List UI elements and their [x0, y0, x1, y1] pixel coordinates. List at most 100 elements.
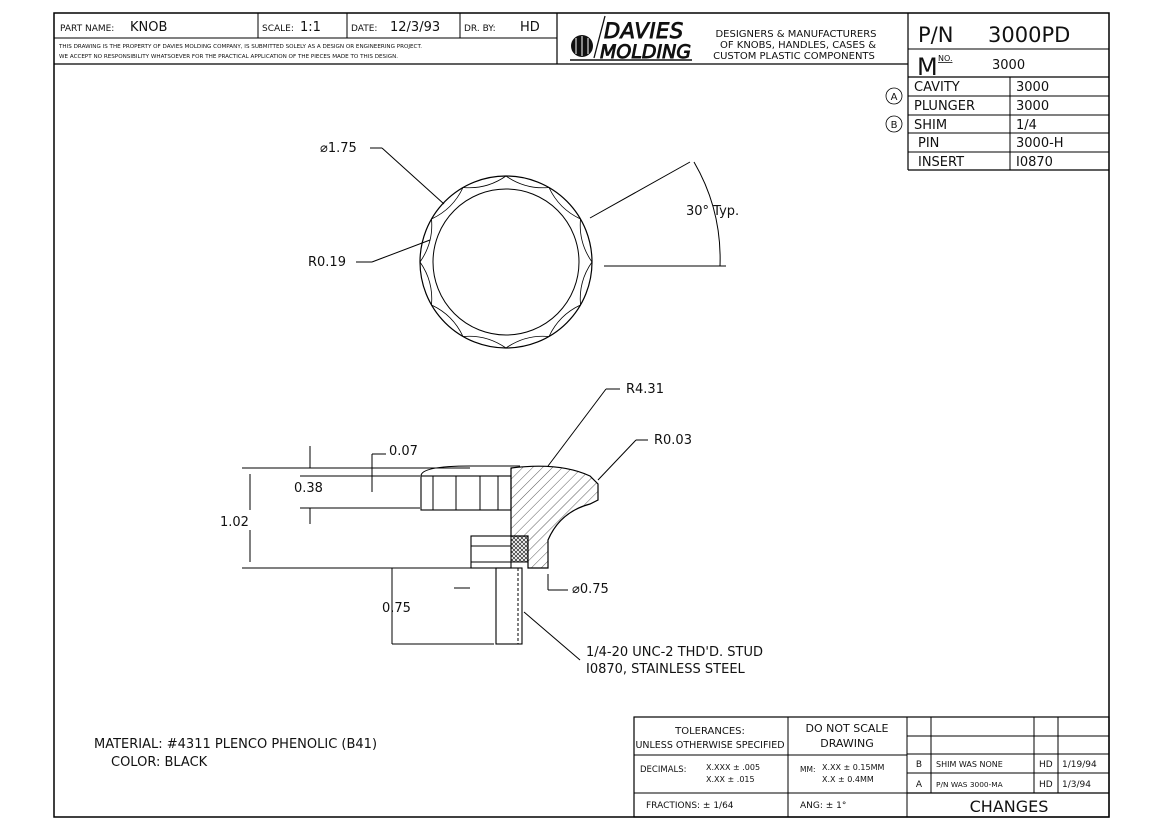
- scallop-arc: [431, 187, 464, 220]
- scallop-arc: [419, 218, 433, 263]
- tagline-2: OF KNOBS, HANDLES, CASES &: [720, 40, 876, 51]
- dim-0-07: 0.07: [389, 444, 418, 459]
- mm-tol-2: X.X ± 0.4MM: [822, 775, 874, 784]
- tagline-3: CUSTOM PLASTIC COMPONENTS: [713, 51, 875, 62]
- date-value: 12/3/93: [390, 20, 440, 35]
- davies-logo: DAVIES MOLDING: [570, 15, 692, 63]
- disclaimer-line-1: THIS DRAWING IS THE PROPERTY OF DAVIES M…: [58, 44, 422, 50]
- color-line: COLOR: BLACK: [111, 755, 208, 770]
- drawn-by-value: HD: [520, 20, 540, 35]
- knob-inner-circle: [432, 188, 580, 336]
- scallop-arc: [505, 175, 550, 189]
- side-view: 0.07 0.38 1.02 0.75 ⌀0.75 R4.31 R0.03 1/…: [220, 382, 763, 677]
- no-scale-2: DRAWING: [820, 737, 873, 750]
- revision-marker-letter: B: [891, 120, 898, 131]
- knob-outer-circle: [419, 175, 593, 349]
- scallop-arc: [419, 261, 433, 306]
- parts-row-shim: SHIM 1/4: [914, 118, 1037, 133]
- fractions-tol: FRACTIONS: ± 1/64: [646, 801, 734, 811]
- mm-label: MM:: [800, 765, 815, 774]
- mno-superscript: NO.: [938, 54, 953, 63]
- parts-row-label: PIN: [918, 136, 939, 151]
- parts-row-value: 3000: [1016, 80, 1049, 95]
- scallop-arc: [579, 218, 593, 263]
- parts-row-pin: PIN 3000-H: [918, 136, 1064, 151]
- tolerance-block: TOLERANCES: UNLESS OTHERWISE SPECIFIED D…: [633, 716, 1110, 818]
- parts-row-insert: INSERT I0870: [918, 155, 1053, 170]
- decimals-label: DECIMALS:: [640, 765, 687, 775]
- knob-hub: [470, 535, 512, 569]
- scallop-arc: [548, 304, 581, 337]
- mm-tol-1: X.XX ± 0.15MM: [822, 763, 884, 772]
- knob-scallops: [419, 175, 593, 349]
- tol-head-1: TOLERANCES:: [674, 726, 745, 737]
- scallop-arc: [462, 175, 507, 189]
- scallop-arc: [431, 304, 464, 337]
- change-row-a: A P/N WAS 3000-MA HD 1/3/94: [916, 780, 1091, 790]
- parts-row-plunger: PLUNGER 3000: [914, 99, 1049, 114]
- change-by: HD: [1039, 780, 1053, 790]
- sheet-border: [53, 12, 1110, 818]
- parts-row-label: CAVITY: [914, 80, 960, 95]
- parts-row-value: I0870: [1016, 155, 1053, 170]
- material-note: MATERIAL: #4311 PLENCO PHENOLIC (B41) CO…: [94, 737, 377, 770]
- parts-row-cavity: CAVITY 3000: [914, 80, 1049, 95]
- revision-marker-a: A: [885, 87, 903, 105]
- scallop-arc: [462, 335, 507, 349]
- insert-section: [510, 535, 529, 563]
- drawn-by-label: DR. BY:: [464, 24, 496, 34]
- title-block: PART NAME: KNOB SCALE: 1:1 DATE: 12/3/93…: [54, 13, 908, 65]
- scale-value: 1:1: [300, 20, 321, 35]
- parts-table: P/N 3000PD M NO. 3000 CAVITY 3000 PLUNGE…: [885, 13, 1109, 171]
- mno-value: 3000: [992, 58, 1025, 73]
- top-view: ⌀1.75 R0.19 30° Typ.: [308, 141, 739, 349]
- no-scale-1: DO NOT SCALE: [806, 722, 889, 735]
- company-name-2: MOLDING: [600, 41, 691, 63]
- decimals-tol-1: X.XXX ± .005: [706, 763, 760, 772]
- date-label: DATE:: [351, 24, 377, 34]
- knob-section-hatch: [510, 465, 599, 569]
- parts-row-label: INSERT: [918, 155, 964, 170]
- dim-diameter-top: ⌀1.75: [320, 141, 357, 156]
- stud-note-1: 1/4-20 UNC-2 THD'D. STUD: [586, 645, 763, 660]
- change-rev: B: [916, 760, 922, 770]
- scallop-arc: [579, 261, 593, 306]
- tagline-1: DESIGNERS & MANUFACTURERS: [715, 29, 876, 40]
- change-date: 1/3/94: [1062, 780, 1091, 790]
- part-name-label: PART NAME:: [60, 24, 114, 34]
- scale-label: SCALE:: [262, 24, 294, 34]
- change-desc: P/N WAS 3000-MA: [936, 780, 1003, 789]
- change-rev: A: [916, 780, 923, 790]
- stud-note-2: I0870, STAINLESS STEEL: [586, 662, 746, 677]
- dim-0-75: 0.75: [382, 601, 411, 616]
- dim-top-radius: R4.31: [626, 382, 664, 397]
- change-row-b: B SHIM WAS NONE HD 1/19/94: [916, 760, 1097, 770]
- tol-head-2: UNLESS OTHERWISE SPECIFIED: [635, 740, 784, 751]
- threaded-stud: [495, 567, 523, 645]
- decimals-tol-2: X.XX ± .015: [706, 775, 755, 784]
- parts-row-label: PLUNGER: [914, 99, 975, 114]
- parts-row-value: 3000: [1016, 99, 1049, 114]
- changes-title: CHANGES: [970, 797, 1049, 816]
- material-line: MATERIAL: #4311 PLENCO PHENOLIC (B41): [94, 737, 377, 752]
- dim-0-38: 0.38: [294, 481, 323, 496]
- dim-stud-diameter: ⌀0.75: [572, 582, 609, 597]
- change-date: 1/19/94: [1062, 760, 1097, 770]
- scallop-arc: [548, 187, 581, 220]
- revision-marker-b: B: [885, 115, 903, 133]
- pn-value: 3000PD: [988, 23, 1070, 47]
- dim-1-02: 1.02: [220, 515, 249, 530]
- dim-angle: 30° Typ.: [686, 204, 739, 219]
- mno-label: M: [917, 53, 938, 81]
- dim-scallop-radius: R0.19: [308, 255, 346, 270]
- part-name-value: KNOB: [130, 20, 167, 35]
- change-by: HD: [1039, 760, 1053, 770]
- parts-row-value: 3000-H: [1016, 136, 1064, 151]
- change-desc: SHIM WAS NONE: [936, 760, 1003, 769]
- company-name-1: DAVIES: [604, 19, 684, 43]
- scallop-arc: [505, 335, 550, 349]
- changes-block: B SHIM WAS NONE HD 1/19/94 A P/N WAS 300…: [907, 717, 1109, 816]
- revision-marker-letter: A: [891, 92, 898, 103]
- angles-tol: ANG: ± 1°: [800, 801, 846, 811]
